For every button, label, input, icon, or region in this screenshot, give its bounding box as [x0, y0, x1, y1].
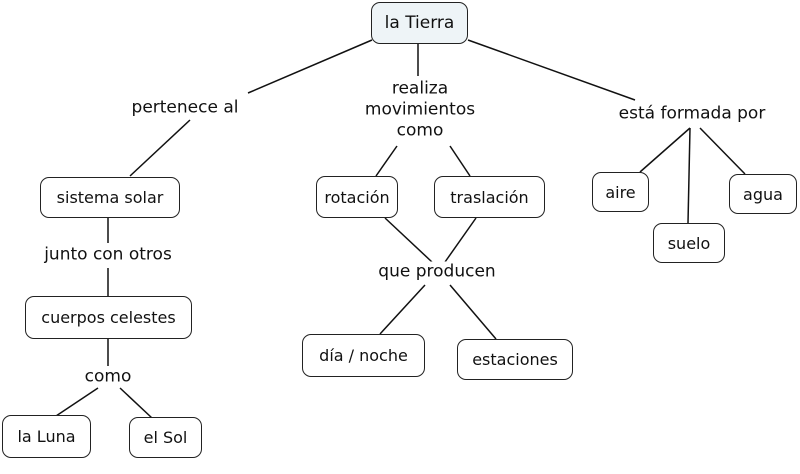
- edge-producen-dia: [379, 284, 426, 335]
- node-la-luna[interactable]: la Luna: [2, 415, 91, 458]
- node-cuerpos-celestes[interactable]: cuerpos celestes: [25, 296, 192, 339]
- edge-tierra-formada: [467, 39, 636, 101]
- edge-pertenece-sistema: [129, 119, 191, 177]
- edge-rotacion-producen: [384, 217, 433, 263]
- edge-formada-suelo: [687, 127, 691, 224]
- edge-traslacion-producen: [444, 217, 477, 263]
- edge-como-sol: [119, 387, 153, 419]
- node-estaciones[interactable]: estaciones: [457, 339, 573, 380]
- link-line-movimientos: movimientos: [364, 99, 476, 120]
- node-suelo[interactable]: suelo: [653, 223, 725, 263]
- edge-realiza-traslacion: [449, 145, 471, 177]
- link-realiza-movimientos-como: realiza movimientos como: [362, 78, 478, 142]
- node-la-tierra[interactable]: la Tierra: [371, 2, 468, 44]
- node-dia-noche[interactable]: día / noche: [302, 334, 425, 377]
- link-pertenece-al: pertenece al: [129, 97, 241, 119]
- edge-realiza-rotacion: [375, 145, 398, 177]
- edge-como-luna: [55, 387, 99, 417]
- node-aire[interactable]: aire: [592, 172, 649, 212]
- node-agua[interactable]: agua: [729, 174, 797, 214]
- link-esta-formada-por: está formada por: [616, 103, 768, 125]
- link-line-realiza: realiza: [391, 78, 449, 99]
- node-sistema-solar[interactable]: sistema solar: [40, 177, 180, 218]
- node-el-sol[interactable]: el Sol: [129, 417, 202, 458]
- link-que-producen: que producen: [376, 261, 498, 283]
- edge-formada-aire: [639, 127, 691, 173]
- link-line-como: como: [396, 120, 444, 141]
- node-traslacion[interactable]: traslación: [434, 176, 545, 218]
- node-rotacion[interactable]: rotación: [316, 176, 398, 218]
- edge-producen-estaciones: [449, 284, 497, 340]
- edge-tierra-pertenece: [247, 39, 373, 94]
- link-junto-con-otros: junto con otros: [42, 244, 174, 266]
- link-como: como: [82, 366, 134, 388]
- edge-formada-agua: [699, 127, 746, 175]
